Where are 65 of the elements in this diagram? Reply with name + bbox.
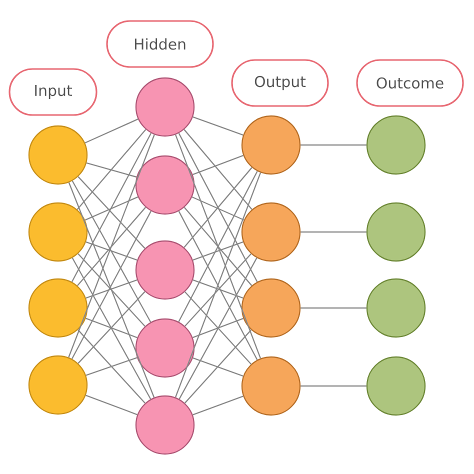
connection-line bbox=[72, 180, 152, 322]
neuron-circle bbox=[135, 318, 195, 378]
neuron-circle bbox=[135, 240, 195, 300]
connection-line bbox=[71, 210, 152, 360]
connection-line bbox=[68, 182, 155, 398]
connection-line bbox=[178, 132, 258, 282]
connection-line bbox=[192, 396, 244, 416]
neuron-circle bbox=[366, 278, 426, 338]
connection-line bbox=[78, 329, 146, 404]
connection-line bbox=[192, 154, 244, 176]
layer-label: Input bbox=[8, 68, 98, 116]
neuron-circle bbox=[241, 202, 301, 262]
connection-line bbox=[76, 129, 146, 210]
layer-label: Hidden bbox=[106, 20, 214, 68]
connection-line bbox=[72, 258, 152, 400]
neuron-circle bbox=[241, 115, 301, 175]
neuron-circle bbox=[241, 356, 301, 416]
connection-line bbox=[86, 318, 138, 338]
connection-line bbox=[192, 318, 244, 338]
connection-line bbox=[300, 144, 366, 146]
connection-line bbox=[184, 291, 252, 365]
connection-line bbox=[184, 253, 252, 327]
neuron-circle bbox=[135, 77, 195, 137]
connection-line bbox=[192, 279, 244, 299]
connection-line bbox=[192, 241, 244, 261]
connection-line bbox=[84, 196, 138, 221]
connection-line bbox=[184, 330, 252, 404]
neuron-circle bbox=[241, 278, 301, 338]
connection-line bbox=[184, 129, 252, 210]
connection-line bbox=[86, 279, 138, 299]
neuron-circle bbox=[28, 278, 88, 338]
connection-line bbox=[178, 258, 258, 400]
connection-line bbox=[78, 291, 146, 364]
connection-line bbox=[178, 170, 258, 322]
connection-line bbox=[86, 357, 138, 376]
connection-line bbox=[68, 134, 155, 358]
connection-line bbox=[178, 210, 258, 360]
connection-line bbox=[300, 385, 366, 387]
connection-line bbox=[86, 162, 137, 178]
connection-line bbox=[184, 167, 252, 248]
connection-line bbox=[174, 134, 262, 359]
neuron-circle bbox=[135, 395, 195, 455]
connection-line bbox=[76, 206, 146, 286]
connection-line bbox=[71, 132, 152, 282]
connection-line bbox=[84, 118, 138, 144]
connection-line bbox=[300, 307, 366, 309]
connection-line bbox=[86, 241, 138, 261]
layer-label: Outcome bbox=[356, 59, 464, 107]
neuron-circle bbox=[28, 355, 88, 415]
connection-line bbox=[174, 172, 262, 398]
connection-line bbox=[86, 394, 138, 416]
connection-line bbox=[184, 207, 252, 286]
neuron-circle bbox=[28, 125, 88, 185]
neuron-circle bbox=[366, 202, 426, 262]
connection-line bbox=[192, 116, 244, 136]
connection-line bbox=[300, 231, 366, 233]
neuron-circle bbox=[366, 356, 426, 416]
connection-line bbox=[78, 176, 146, 249]
neuron-circle bbox=[28, 202, 88, 262]
connection-line bbox=[192, 357, 244, 377]
neuron-circle bbox=[366, 115, 426, 175]
layer-label: Output bbox=[231, 59, 329, 107]
neuron-circle bbox=[135, 155, 195, 215]
connection-line bbox=[78, 253, 146, 327]
connection-line bbox=[192, 196, 244, 221]
